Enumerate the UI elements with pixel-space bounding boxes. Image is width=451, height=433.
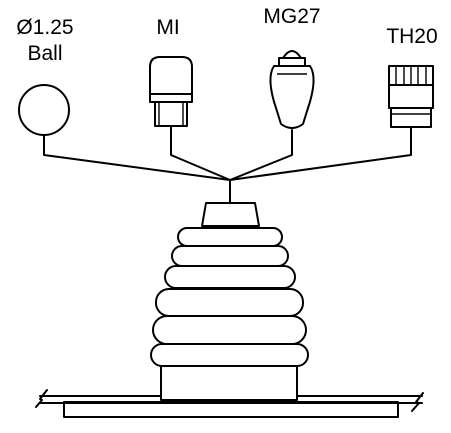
th20-handle-icon bbox=[388, 65, 434, 128]
label-mg27: MG27 bbox=[263, 5, 320, 28]
label-th20: TH20 bbox=[386, 25, 437, 48]
label-mi: MI bbox=[156, 16, 179, 39]
mi-handle-icon bbox=[149, 56, 193, 127]
label-ball-name: Ball bbox=[27, 42, 62, 65]
mg27-handle-icon bbox=[269, 50, 315, 129]
connector-lines bbox=[43, 125, 412, 204]
joystick-base-icon bbox=[35, 202, 424, 418]
ball-handle-icon bbox=[18, 84, 70, 136]
label-ball-size: Ø1.25 bbox=[16, 16, 73, 39]
